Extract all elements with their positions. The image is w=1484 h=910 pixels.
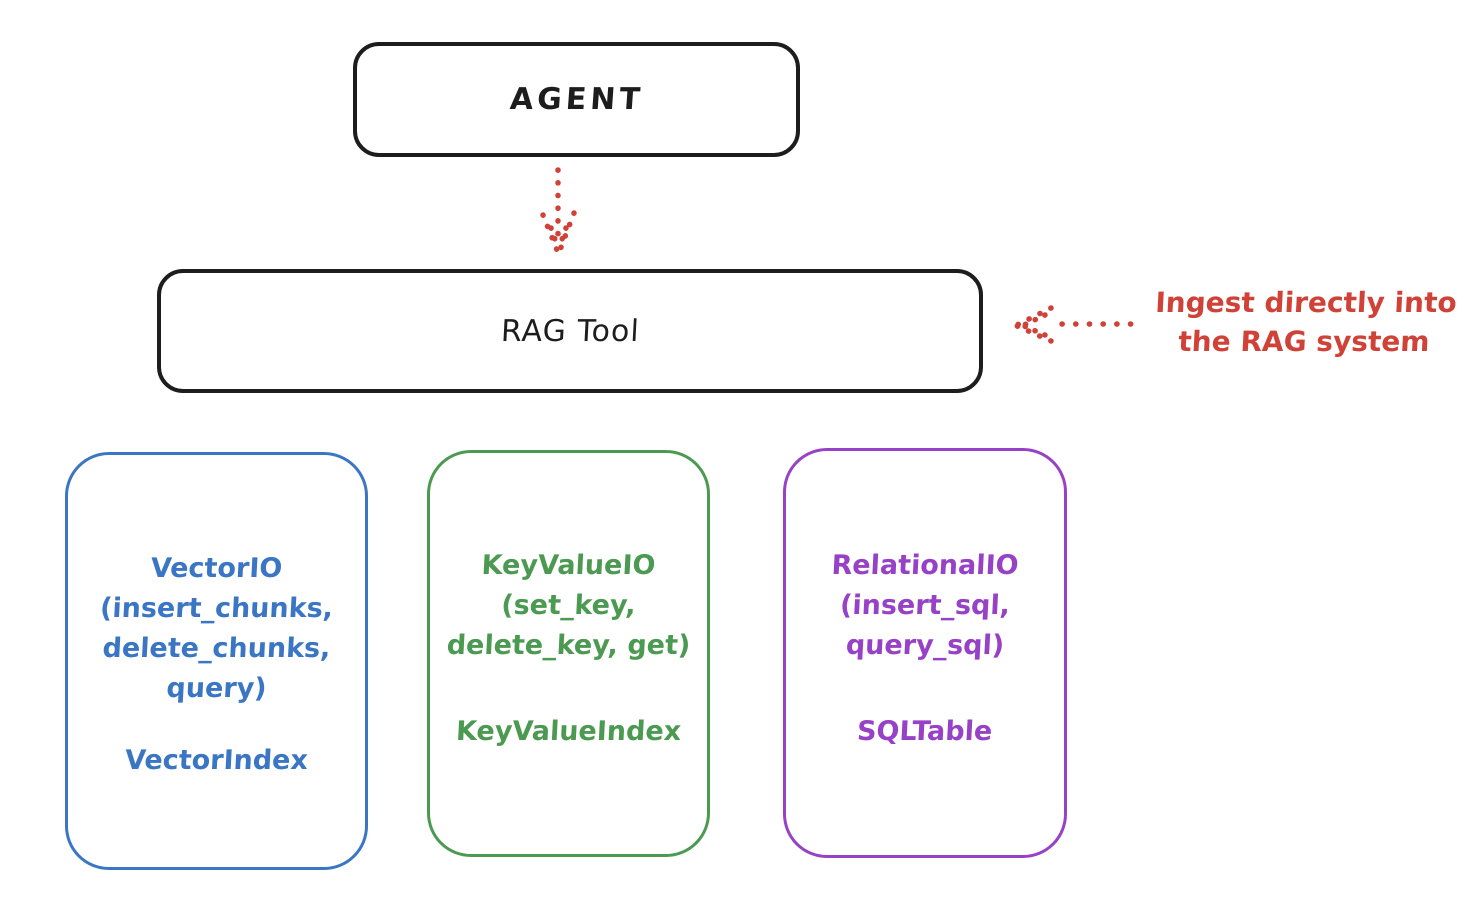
card-line: (insert_sql,: [839, 590, 1011, 621]
agent-node: AGENT: [353, 42, 800, 157]
vector-io-node: VectorIO (insert_chunks, delete_chunks, …: [65, 452, 368, 870]
ingest-annotation-line1: Ingest directly into: [1154, 286, 1458, 319]
keyvalue-io-signature: KeyValueIO (set_key, delete_key, get): [430, 453, 707, 666]
card-line: VectorIO: [149, 553, 284, 584]
card-line: RelationalIO: [830, 550, 1020, 581]
relational-io-signature: RelationalIO (insert_sql, query_sql): [786, 451, 1064, 666]
relational-io-node: RelationalIO (insert_sql, query_sql) SQL…: [783, 448, 1067, 858]
card-line: KeyValueIO: [480, 550, 657, 581]
card-line: (insert_chunks,: [99, 593, 334, 624]
agent-label: AGENT: [508, 82, 645, 117]
card-line: query): [165, 673, 268, 704]
ingest-annotation-line2: the RAG system: [1177, 325, 1431, 358]
rag-tool-label: RAG Tool: [499, 313, 641, 349]
vector-index-label: VectorIndex: [124, 745, 309, 776]
card-line: delete_chunks,: [101, 633, 332, 664]
agent-to-ragtool-arrow-icon: [540, 167, 577, 253]
sql-table-label: SQLTable: [856, 716, 994, 747]
card-line: query_sql): [845, 630, 1005, 661]
rag-tool-node: RAG Tool: [157, 269, 983, 393]
vector-io-signature: VectorIO (insert_chunks, delete_chunks, …: [68, 455, 365, 709]
ingest-into-ragtool-arrow-icon: [1014, 305, 1135, 344]
keyvalue-index-label: KeyValueIndex: [455, 716, 682, 747]
card-line: delete_key, get): [445, 630, 692, 661]
ingest-annotation: Ingest directly into the RAG system: [1128, 283, 1482, 361]
keyvalue-io-node: KeyValueIO (set_key, delete_key, get) Ke…: [427, 450, 710, 857]
card-line: (set_key,: [500, 590, 637, 621]
